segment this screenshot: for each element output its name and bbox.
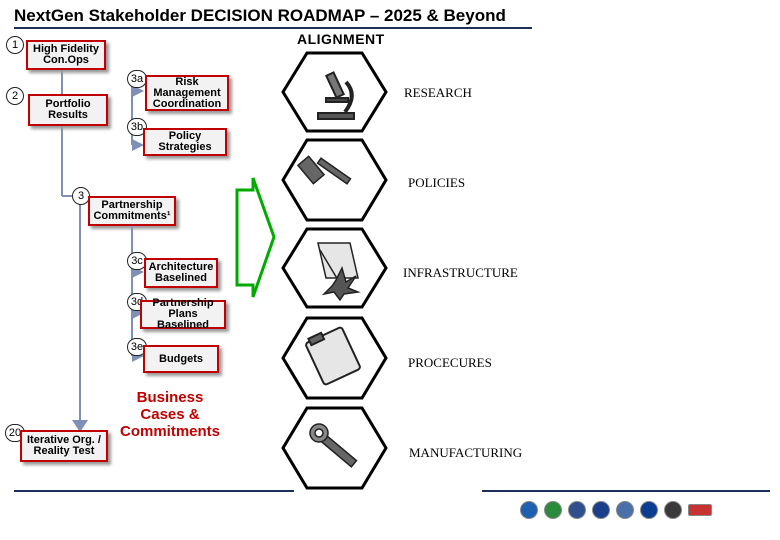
step-label-line: Budgets (159, 352, 203, 365)
step-label-line: Coordination (152, 97, 222, 110)
step-number-1: 1 (6, 36, 24, 54)
step-label-line: Commitments¹ (93, 210, 171, 222)
business-cases-line: Cases & (140, 406, 200, 423)
step-label-line: Results (48, 109, 88, 121)
step-label-line: Partnership (101, 199, 163, 211)
gavel-icon (296, 155, 352, 185)
agency-logo-icon (568, 501, 586, 519)
category-manufacturing: MANUFACTURING (409, 445, 523, 460)
category-procedures: PROCECURES (408, 355, 492, 370)
step-number-2: 2 (6, 87, 24, 105)
step-label-line: Architecture (148, 261, 214, 273)
business-cases-line: Commitments (120, 423, 221, 440)
step-box-budgets[interactable]: Budgets (143, 345, 219, 373)
wrench-icon (309, 423, 358, 468)
step-box-iterative-org[interactable]: Iterative Org. /Reality Test (20, 430, 108, 462)
business-cases-label: Business Cases & Commitments (120, 389, 220, 440)
title-divider (14, 27, 532, 29)
welding-icon (317, 242, 361, 302)
step-label-line: Policy (168, 130, 202, 142)
step-label-line: Reality Test (33, 445, 95, 457)
agency-logo-icon (640, 501, 658, 519)
microscope-icon (317, 71, 355, 120)
agency-logos (520, 499, 770, 521)
step-label-line: Management (153, 86, 221, 99)
step-label-line: Plans Baselined (157, 308, 209, 331)
alignment-arrow (235, 177, 276, 298)
category-policies: POLICIES (408, 175, 466, 190)
step-label-line: Partnership (152, 297, 214, 309)
step-number-3b: 3b (127, 118, 147, 136)
agency-logo-icon (616, 501, 634, 519)
airplane-logo-icon (688, 504, 712, 516)
agency-logo-icon (664, 501, 682, 519)
business-cases-line: Business (136, 389, 204, 406)
category-research: RESEARCH (404, 85, 472, 100)
footer-divider-right (482, 490, 770, 492)
page-title: NextGen Stakeholder DECISION ROADMAP – 2… (14, 6, 506, 25)
footer-divider-left (14, 490, 294, 492)
category-infrastructure: INFRASTRUCTURE (403, 265, 518, 280)
alignment-label: ALIGNMENT (297, 31, 385, 47)
clipboard-icon (305, 326, 361, 386)
step-number-3e: 3e (127, 338, 147, 356)
agency-logo-icon (544, 501, 562, 519)
hexagon-policies (281, 138, 388, 222)
step-label-line: Strategies (158, 141, 212, 153)
step-label-line: Baselined (155, 272, 207, 284)
step-label-line: Portfolio (45, 98, 91, 110)
step-label-line: High Fidelity (33, 43, 99, 55)
step-label-line: Iterative Org. / (27, 434, 101, 446)
step-label-line: Risk (175, 75, 199, 88)
arrow-3a (132, 85, 144, 97)
step-label-line: Con.Ops (43, 54, 89, 66)
step-number-3a: 3a (127, 70, 147, 88)
agency-logo-icon (592, 501, 610, 519)
agency-logo-icon (520, 501, 538, 519)
